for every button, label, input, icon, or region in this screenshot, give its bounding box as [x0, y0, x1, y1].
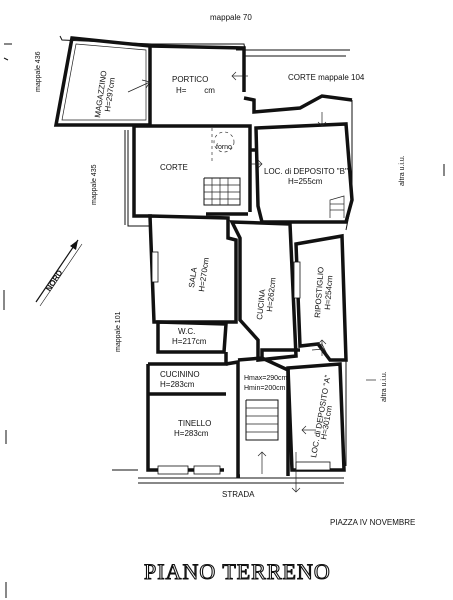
label-altra-uiu-top: altra u.i.u. — [399, 155, 406, 186]
stair-hmin: Hmin=200cm — [244, 385, 286, 392]
access-arrows — [127, 71, 376, 493]
room-tinello-height: H=283cm — [174, 429, 209, 438]
room-deposito-b-height: H=255cm — [288, 177, 323, 186]
north-arrow — [35, 239, 83, 307]
room-cucinino-height: H=283cm — [160, 380, 195, 389]
label-altra-uiu-bottom: altra u.i.u. — [381, 371, 388, 402]
walls — [53, 36, 354, 478]
label-nord: NORD — [44, 268, 64, 293]
label-mappale-70: mappale 70 — [210, 13, 252, 22]
windows — [151, 251, 331, 475]
stair-hmax: Hmax=290cm — [244, 375, 288, 382]
forno-oven — [213, 131, 235, 153]
room-cucina-height: H=262cm — [265, 277, 278, 313]
wall-cucina — [229, 220, 298, 362]
room-forno-name: forno — [216, 144, 232, 151]
wall-wc — [156, 320, 228, 354]
room-sala-height: H=270cm — [197, 257, 211, 293]
room-sala-name: SALA — [187, 266, 199, 288]
margin-marks — [3, 43, 445, 598]
wall-deposito-a — [286, 362, 346, 472]
room-ripostiglio-height: H=254cm — [323, 275, 334, 310]
label-strada: STRADA — [222, 490, 255, 499]
wall-deposito-b — [254, 122, 354, 224]
room-wc-name: W.C. — [178, 327, 195, 336]
floor-title: PIANO TERRENO — [144, 559, 331, 584]
label-corte-mappale-104: CORTE mappale 104 — [288, 73, 365, 82]
label-mappale-435: mappale 435 — [91, 164, 98, 205]
room-cucina-name: CUCINA — [255, 288, 267, 320]
room-deposito-b-name: LOC. di DEPOSITO "B" — [264, 167, 348, 176]
room-ripostiglio-name: RIPOSTIGLIO — [313, 267, 326, 319]
room-cucinino-name: CUCININO — [160, 370, 200, 379]
room-portico-name: PORTICO — [172, 75, 208, 84]
wall-sala — [148, 214, 238, 324]
label-mappale-436: mappale 436 — [35, 51, 42, 92]
room-wc-height: H=217cm — [172, 337, 207, 346]
label-piazza: PIAZZA IV NOVEMBRE — [330, 518, 415, 527]
wall-ripostiglio — [294, 233, 348, 362]
room-tinello-name: TINELLO — [178, 419, 211, 428]
room-corte-name: CORTE — [160, 163, 188, 172]
room-portico-height: H= cm — [176, 86, 215, 95]
label-mappale-101: mappale 101 — [115, 311, 122, 352]
